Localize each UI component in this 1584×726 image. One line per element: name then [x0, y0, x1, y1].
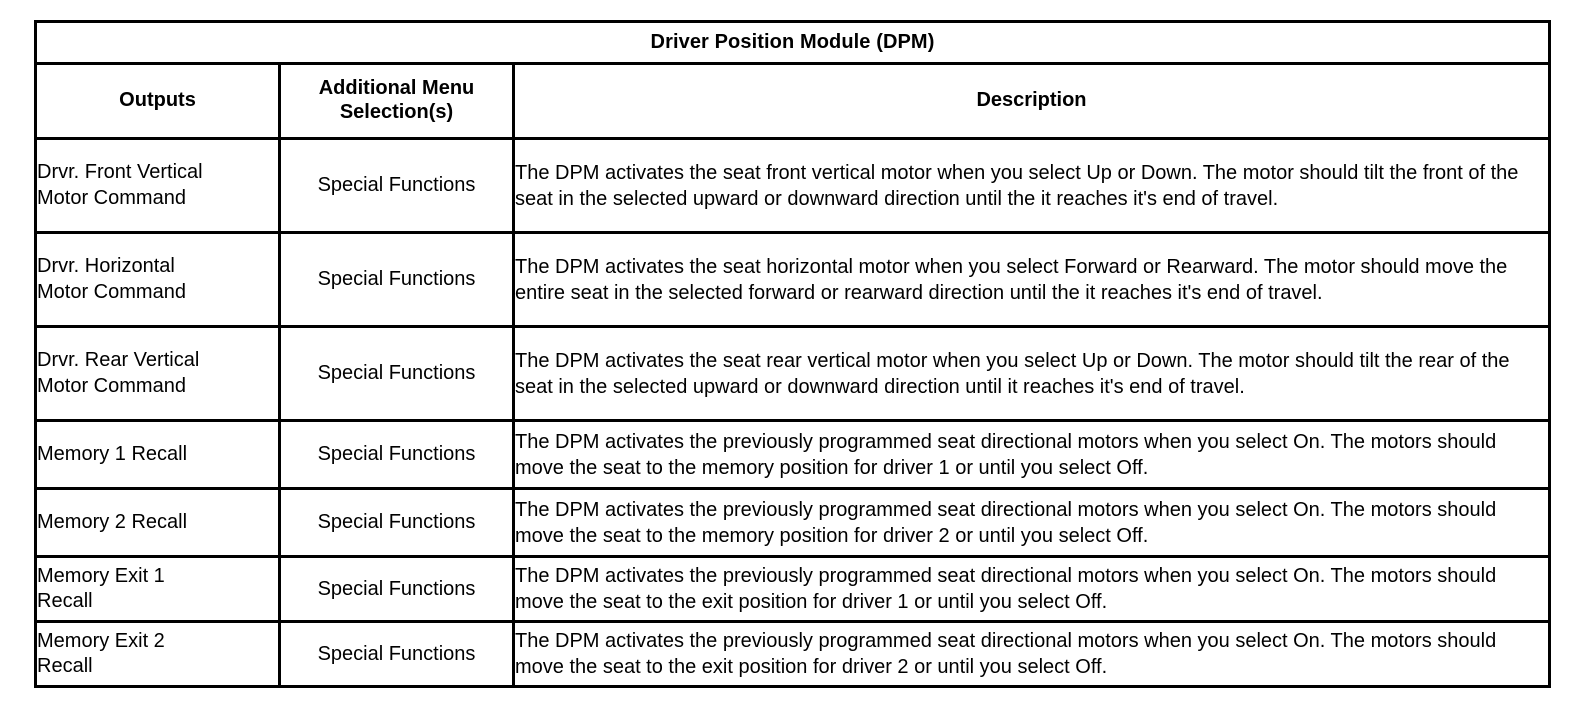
cell-output-name: Drvr. Rear Vertical Motor Command	[34, 325, 281, 422]
cell-additional-menu-selection: Special Functions	[278, 419, 515, 490]
cell-description: The DPM activates the previously program…	[511, 419, 1552, 490]
cell-additional-menu-selection: Special Functions	[278, 487, 515, 558]
table-title: Driver Position Module (DPM)	[33, 20, 1552, 65]
cell-output-name: Drvr. Horizontal Motor Command	[34, 231, 281, 328]
column-header-description: Description	[511, 62, 1552, 140]
cell-description: The DPM activates the previously program…	[511, 555, 1552, 623]
cell-description: The DPM activates the seat rear vertical…	[511, 325, 1552, 422]
cell-additional-menu-selection: Special Functions	[278, 620, 515, 688]
cell-description: The DPM activates the seat horizontal mo…	[511, 231, 1552, 328]
cell-output-name: Memory Exit 2 Recall	[34, 620, 281, 688]
cell-output-name: Drvr. Front Vertical Motor Command	[34, 137, 281, 234]
column-header-menu-line1: Additional Menu	[318, 77, 475, 100]
cell-description: The DPM activates the seat front vertica…	[511, 137, 1552, 234]
cell-output-name: Memory 1 Recall	[34, 419, 281, 490]
column-header-additional-menu-selections: Additional Menu Selection(s)	[278, 62, 515, 140]
cell-additional-menu-selection: Special Functions	[278, 137, 515, 234]
cell-additional-menu-selection: Special Functions	[278, 231, 515, 328]
cell-additional-menu-selection: Special Functions	[278, 325, 515, 422]
table-title-row: Driver Position Module (DPM)	[33, 20, 1552, 65]
dpm-specification-table: Driver Position Module (DPM) Outputs Add…	[33, 20, 1552, 688]
table-column-header-row: Outputs Additional Menu Selection(s) Des…	[34, 62, 1552, 140]
column-header-outputs: Outputs	[34, 62, 281, 140]
cell-description: The DPM activates the previously program…	[511, 487, 1552, 558]
table-header: Driver Position Module (DPM) Outputs Add…	[33, 20, 1552, 140]
cell-output-name: Memory 2 Recall	[34, 487, 281, 558]
column-header-menu-line2: Selection(s)	[339, 101, 454, 123]
cell-additional-menu-selection: Special Functions	[278, 555, 515, 623]
cell-description: The DPM activates the previously program…	[511, 620, 1552, 688]
cell-output-name: Memory Exit 1 Recall	[34, 555, 281, 623]
